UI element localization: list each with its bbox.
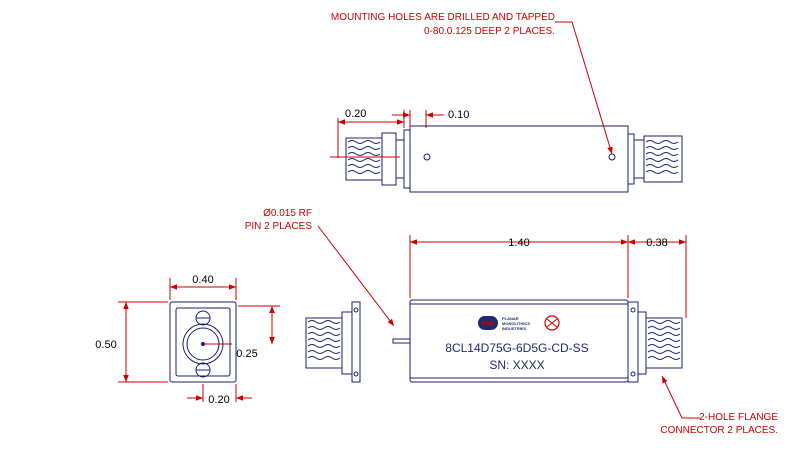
end-rf-pin: [201, 342, 205, 346]
end-body: [169, 301, 237, 383]
dim-height-0-50: 0.50: [95, 339, 116, 351]
top-right-connector: [627, 133, 683, 185]
top-mounting-hole-left: [423, 153, 431, 161]
end-view: [169, 301, 237, 383]
flange-note-line1: 2-HOLE FLANGE: [699, 412, 778, 423]
top-view: [345, 125, 683, 193]
dimension-values: 0.20 0.10 1.40 0.38 0.40 0.50 0.25 0.20: [95, 108, 667, 406]
dim-length-1-40: 1.40: [508, 237, 529, 249]
notes: MOUNTING HOLES ARE DRILLED AND TAPPED 0-…: [245, 12, 779, 436]
flange-note-line2: CONNECTOR 2 PLACES.: [660, 425, 778, 436]
dim-connector-0-38: 0.38: [646, 237, 667, 249]
side-left-connector: [305, 301, 361, 383]
pin-note-line1: Ø0.015 RF: [263, 208, 312, 219]
mounting-note-line1: MOUNTING HOLES ARE DRILLED AND TAPPED: [331, 12, 555, 23]
side-view-dimensions: [317, 225, 700, 419]
top-view-dimensions: [330, 21, 613, 158]
dim-width-0-40: 0.40: [192, 274, 213, 286]
dim-pin-0-25: 0.25: [236, 348, 257, 360]
part-number: 8CL14D75G-6D5G-CD-SS: [445, 341, 588, 355]
side-right-connector: [627, 301, 683, 383]
side-view: [305, 299, 683, 383]
serial-number: SN: XXXX: [489, 358, 544, 372]
top-left-connector: [345, 129, 411, 189]
side-rf-pin: [392, 338, 411, 344]
top-body: [409, 125, 629, 193]
logo-line1: PLANAR: [502, 316, 519, 321]
logo-badge: PMI: [482, 321, 495, 328]
logo-line2: MONOLITHICS: [502, 321, 530, 326]
pmi-logo: PMI PLANAR MONOLITHICS INDUSTRIES: [478, 315, 560, 331]
dim-offset-0-20: 0.20: [208, 394, 229, 406]
mounting-note-line2: 0-80.0.125 DEEP 2 PLACES.: [424, 26, 555, 37]
dim-top-0-20: 0.20: [345, 108, 366, 120]
end-view-dimensions: [118, 278, 280, 402]
top-mounting-hole-right: [608, 153, 616, 161]
dim-top-0-10: 0.10: [448, 109, 469, 121]
logo-line3: INDUSTRIES: [502, 326, 527, 331]
pin-note-line2: PIN 2 PLACES: [245, 221, 313, 232]
